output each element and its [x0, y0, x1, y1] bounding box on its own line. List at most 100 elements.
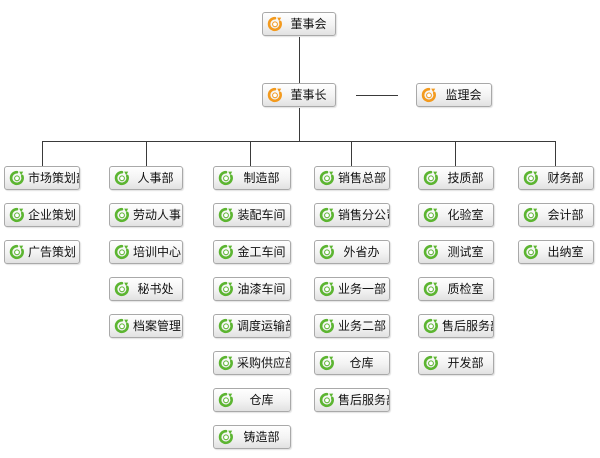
- green-swirl-icon: [319, 392, 334, 408]
- node-label: 秘书处: [137, 282, 174, 296]
- green-swirl-icon: [114, 170, 129, 186]
- green-swirl-icon: [114, 244, 129, 260]
- node-label: 培训中心: [133, 245, 182, 259]
- node-label: 售后服务部: [338, 393, 389, 407]
- sub-unit-node[interactable]: 化验室: [418, 203, 494, 227]
- green-swirl-icon: [423, 207, 438, 223]
- green-swirl-icon: [218, 244, 233, 260]
- node-label: 业务二部: [338, 319, 387, 333]
- green-swirl-icon: [319, 318, 334, 334]
- sub-unit-node[interactable]: 广告策划: [4, 240, 80, 264]
- sub-unit-node[interactable]: 仓库: [314, 351, 390, 375]
- sub-unit-node[interactable]: 装配车间: [213, 203, 291, 227]
- sub-unit-node[interactable]: 销售分公司: [314, 203, 390, 227]
- orange-swirl-icon: [267, 16, 282, 32]
- green-swirl-icon: [319, 244, 334, 260]
- green-swirl-icon: [423, 355, 438, 371]
- node-label: 广告策划: [28, 245, 77, 259]
- node-label: 制造部: [243, 171, 280, 185]
- sub-unit-node[interactable]: 仓库: [213, 388, 291, 412]
- sub-unit-node[interactable]: 劳动人事: [109, 203, 183, 227]
- chairman-node[interactable]: 董事长: [262, 83, 336, 107]
- green-swirl-icon: [423, 170, 438, 186]
- node-label: 装配车间: [237, 208, 286, 222]
- node-label: 监理会: [445, 88, 482, 102]
- green-swirl-icon: [218, 392, 233, 408]
- orange-swirl-icon: [267, 87, 282, 103]
- sub-unit-node[interactable]: 外省办: [314, 240, 390, 264]
- sub-unit-node[interactable]: 业务二部: [314, 314, 390, 338]
- green-swirl-icon: [218, 281, 233, 297]
- node-label: 市场策划部: [28, 171, 79, 185]
- node-label: 质检室: [447, 282, 484, 296]
- sub-unit-node[interactable]: 测试室: [418, 240, 494, 264]
- green-swirl-icon: [114, 281, 129, 297]
- green-swirl-icon: [114, 207, 129, 223]
- node-label: 售后服务部: [442, 319, 493, 333]
- sub-unit-node[interactable]: 金工车间: [213, 240, 291, 264]
- department-node[interactable]: 财务部: [518, 166, 594, 190]
- node-label: 会计部: [547, 208, 584, 222]
- node-label: 开发部: [447, 356, 484, 370]
- node-label: 仓库: [249, 393, 274, 407]
- sub-unit-node[interactable]: 采购供应部: [213, 351, 291, 375]
- node-label: 劳动人事: [133, 208, 182, 222]
- node-label: 人事部: [137, 171, 174, 185]
- sub-unit-node[interactable]: 秘书处: [109, 277, 183, 301]
- sub-unit-node[interactable]: 售后服务部: [314, 388, 390, 412]
- node-label: 出纳室: [547, 245, 584, 259]
- node-label: 仓库: [349, 356, 374, 370]
- node-label: 化验室: [447, 208, 484, 222]
- green-swirl-icon: [319, 281, 334, 297]
- sub-unit-node[interactable]: 培训中心: [109, 240, 183, 264]
- sub-unit-node[interactable]: 档案管理: [109, 314, 183, 338]
- green-swirl-icon: [218, 429, 233, 445]
- green-swirl-icon: [9, 170, 24, 186]
- green-swirl-icon: [218, 207, 233, 223]
- green-swirl-icon: [218, 318, 233, 334]
- green-swirl-icon: [9, 244, 24, 260]
- node-label: 财务部: [547, 171, 584, 185]
- department-node[interactable]: 制造部: [213, 166, 291, 190]
- node-label: 测试室: [447, 245, 484, 259]
- green-swirl-icon: [523, 244, 538, 260]
- department-node[interactable]: 人事部: [109, 166, 183, 190]
- node-label: 技质部: [447, 171, 484, 185]
- sub-unit-node[interactable]: 售后服务部: [418, 314, 494, 338]
- node-label: 外省办: [343, 245, 380, 259]
- node-label: 董事长: [290, 88, 327, 102]
- sub-unit-node[interactable]: 会计部: [518, 203, 594, 227]
- sub-unit-node[interactable]: 质检室: [418, 277, 494, 301]
- sub-unit-node[interactable]: 开发部: [418, 351, 494, 375]
- node-label: 调度运输部: [237, 319, 290, 333]
- board-node[interactable]: 董事会: [262, 12, 336, 36]
- node-label: 采购供应部: [237, 356, 290, 370]
- node-label: 业务一部: [338, 282, 387, 296]
- green-swirl-icon: [523, 170, 538, 186]
- department-node[interactable]: 市场策划部: [4, 166, 80, 190]
- green-swirl-icon: [218, 170, 233, 186]
- node-label: 铸造部: [243, 430, 280, 444]
- node-label: 油漆车间: [237, 282, 286, 296]
- node-label: 档案管理: [133, 319, 182, 333]
- green-swirl-icon: [423, 244, 438, 260]
- node-label: 销售分公司: [338, 208, 389, 222]
- sub-unit-node[interactable]: 油漆车间: [213, 277, 291, 301]
- green-swirl-icon: [114, 318, 129, 334]
- sub-unit-node[interactable]: 出纳室: [518, 240, 594, 264]
- department-node[interactable]: 技质部: [418, 166, 494, 190]
- green-swirl-icon: [423, 318, 438, 334]
- green-swirl-icon: [523, 207, 538, 223]
- sub-unit-node[interactable]: 企业策划: [4, 203, 80, 227]
- sub-unit-node[interactable]: 调度运输部: [213, 314, 291, 338]
- node-label: 销售总部: [338, 171, 387, 185]
- sub-unit-node[interactable]: 业务一部: [314, 277, 390, 301]
- sub-unit-node[interactable]: 铸造部: [213, 425, 291, 449]
- node-label: 企业策划: [28, 208, 77, 222]
- supervisory-node[interactable]: 监理会: [416, 83, 492, 107]
- department-node[interactable]: 销售总部: [314, 166, 390, 190]
- green-swirl-icon: [319, 355, 334, 371]
- green-swirl-icon: [423, 281, 438, 297]
